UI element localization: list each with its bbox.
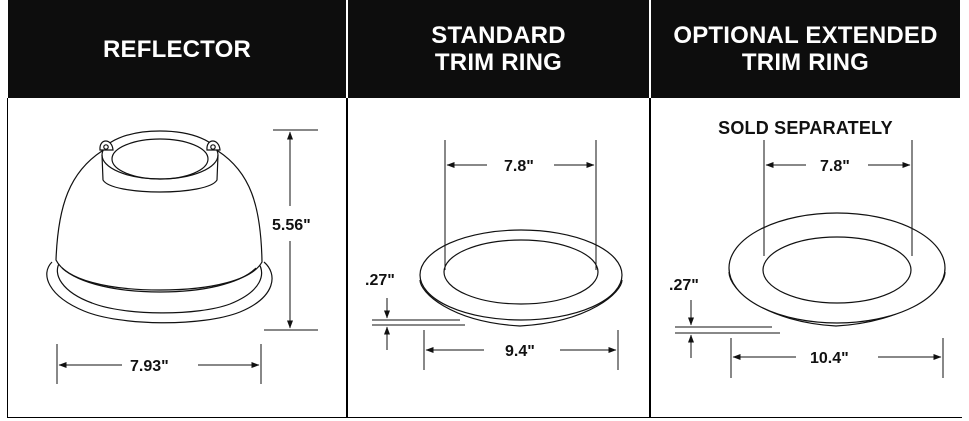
optional-ring-drawing xyxy=(728,212,946,327)
reflector-height-label: 5.56" xyxy=(272,217,311,234)
reflector-drawing xyxy=(46,130,273,324)
optional-outer-dimension xyxy=(730,338,944,378)
header-standard-line-1: STANDARD xyxy=(431,22,566,49)
optional-inner-label: 7.8" xyxy=(820,158,850,175)
standard-thickness-dimension xyxy=(372,298,465,350)
keyhole-tab-right xyxy=(206,140,221,151)
standard-inner-dimension xyxy=(444,140,597,270)
header-standard-trim-ring: STANDARD TRIM RING xyxy=(348,0,649,98)
standard-ring-drawing xyxy=(419,229,623,327)
sold-separately-note: SOLD SEPARATELY xyxy=(718,118,893,138)
reflector-collar-outer xyxy=(101,130,219,180)
header-optional-line-1: OPTIONAL EXTENDED xyxy=(673,22,938,49)
optional-inner-dimension xyxy=(763,140,913,256)
header-optional-line-2: TRIM RING xyxy=(741,49,870,76)
header-standard-line-2: TRIM RING xyxy=(434,49,563,76)
frame-divider-1 xyxy=(346,98,348,418)
keyhole-tab-left xyxy=(99,140,114,151)
reflector-width-dimension xyxy=(56,344,262,384)
optional-outer-label: 10.4" xyxy=(810,350,849,367)
frame-bottom-border xyxy=(7,417,962,418)
reflector-dome xyxy=(55,150,263,291)
frame-divider-2 xyxy=(649,98,651,418)
frame-left-border xyxy=(7,98,8,418)
standard-outer-dimension xyxy=(423,330,619,370)
optional-ring-inner xyxy=(762,236,912,304)
header-optional-extended-trim-ring: OPTIONAL EXTENDED TRIM RING xyxy=(651,0,960,98)
optional-ring-outer xyxy=(728,212,946,324)
header-reflector: REFLECTOR xyxy=(8,0,346,98)
standard-ring-inner xyxy=(443,239,599,305)
header-reflector-line-1: REFLECTOR xyxy=(102,35,252,63)
reflector-width-label: 7.93" xyxy=(130,358,169,375)
optional-thickness-label: .27" xyxy=(669,277,699,294)
reflector-height-dimension xyxy=(264,129,318,331)
standard-outer-label: 9.4" xyxy=(505,343,535,360)
standard-inner-label: 7.8" xyxy=(504,158,534,175)
standard-thickness-label: .27" xyxy=(365,272,395,289)
optional-thickness-dimension xyxy=(675,300,780,358)
standard-ring-outer xyxy=(419,229,623,321)
